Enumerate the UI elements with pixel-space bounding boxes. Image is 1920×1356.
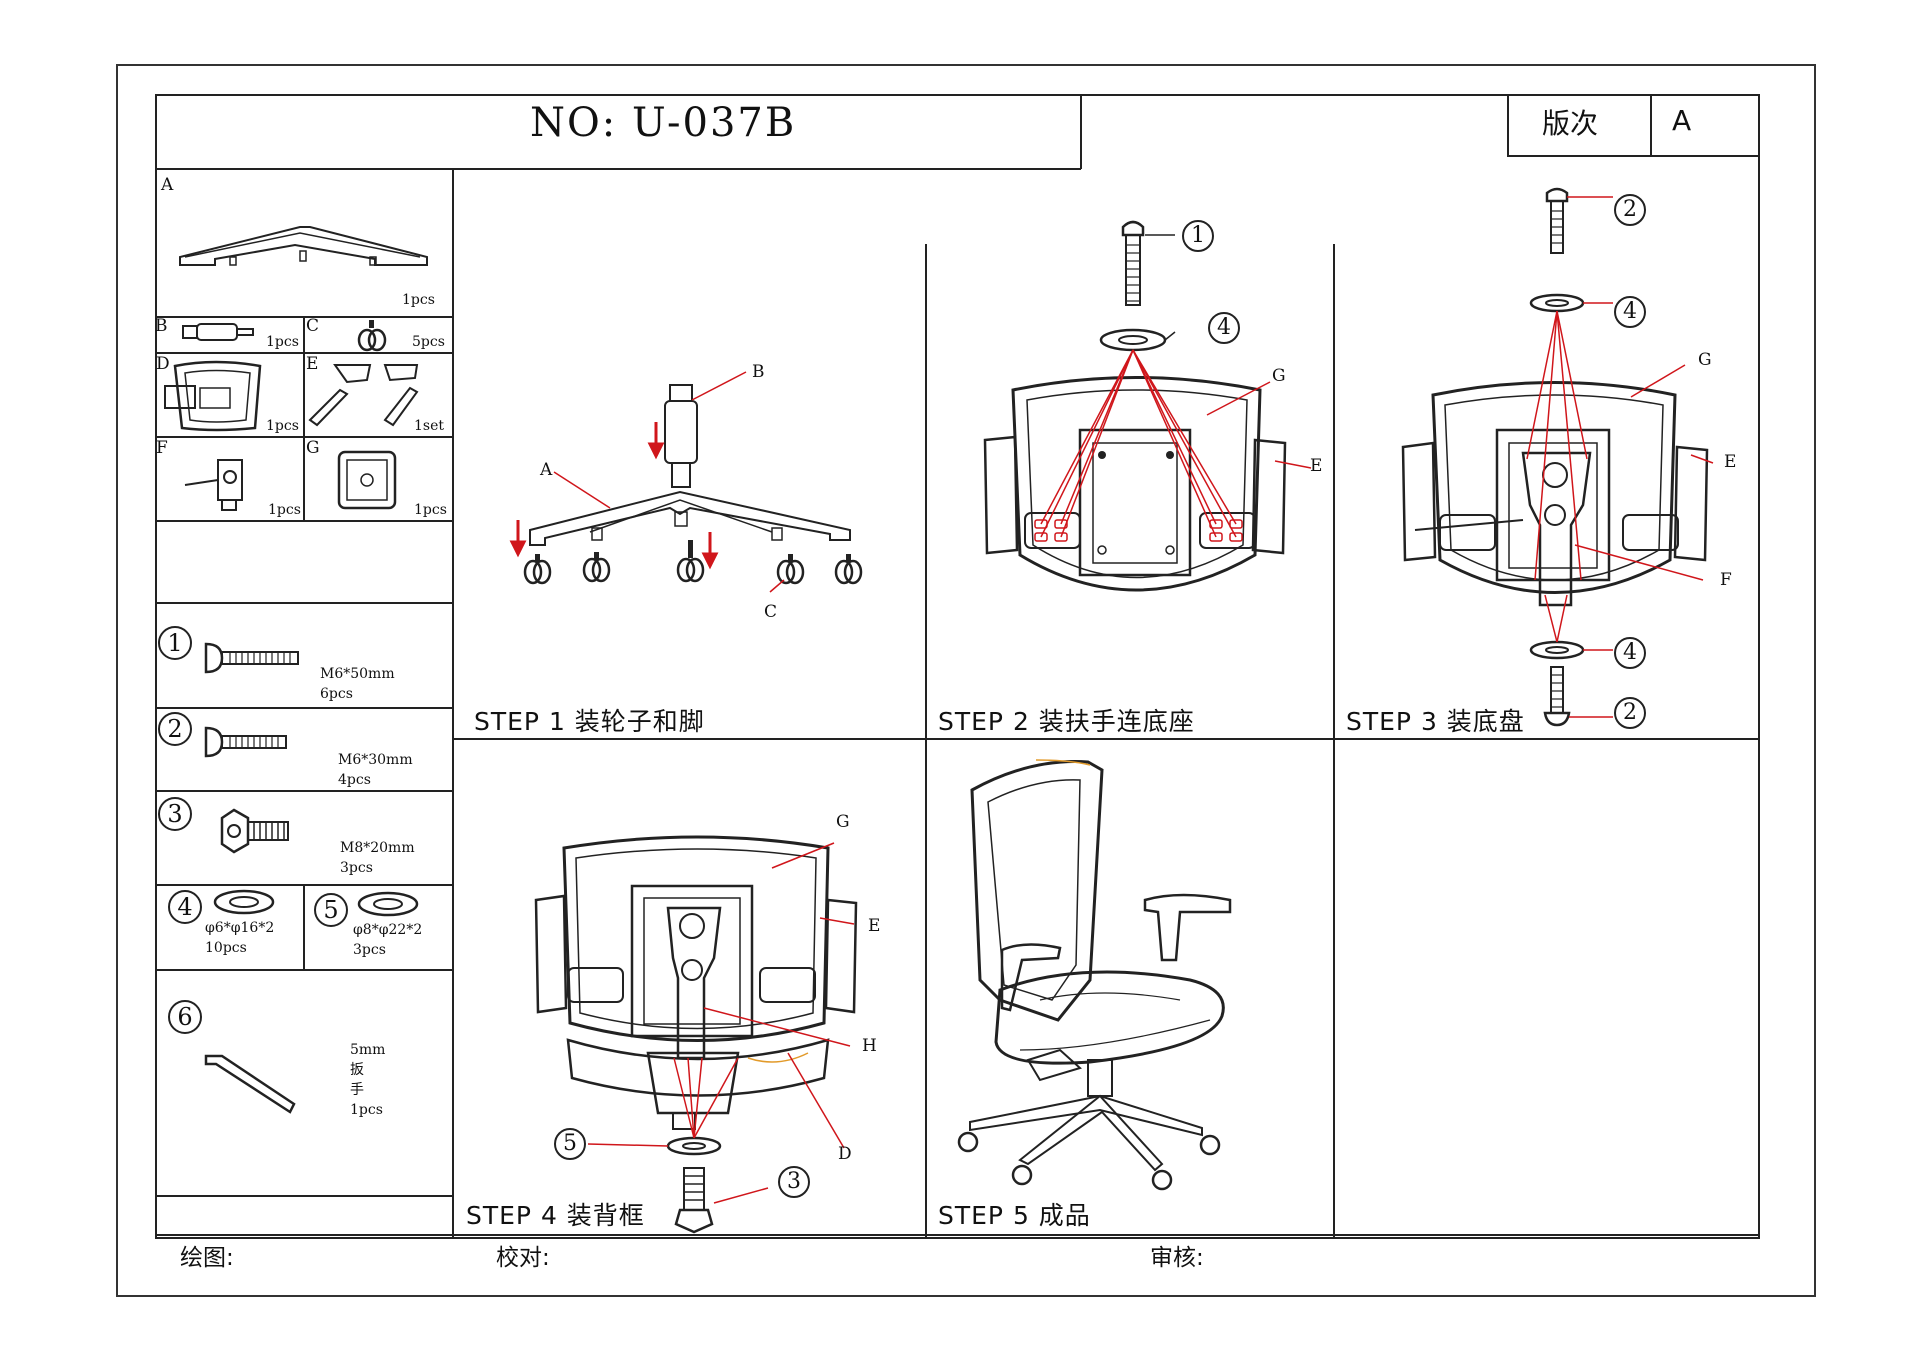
hardware-line-2: [155, 790, 453, 792]
part-letter-f: F: [156, 438, 168, 458]
part-f-mechanism-drawing: [184, 459, 243, 511]
header-divider: [1080, 94, 1082, 169]
step4-callout-g: G: [836, 812, 850, 832]
step1-callout-a: A: [540, 460, 553, 480]
washer-large-icon: [357, 891, 419, 917]
step-4-label: STEP 4 装背框: [466, 1201, 645, 1230]
step3-callout-4-top: 4: [1614, 296, 1646, 328]
part-qty-f: 1pcs: [268, 502, 301, 518]
step4-callout-h: H: [862, 1036, 877, 1056]
hardware-line-1: [155, 707, 453, 709]
step2-armrest-seat-drawing: [983, 220, 1312, 592]
part-c-caster-drawing: [357, 320, 387, 352]
step1-base-wheels-drawing: [509, 371, 863, 593]
hardware-num-2: 2: [158, 712, 192, 746]
step4-back-frame-drawing: [534, 835, 858, 1234]
part-letter-e: E: [306, 354, 319, 374]
step-divider-2: [1333, 244, 1335, 1239]
part-letter-g: G: [306, 438, 320, 458]
step3-callout-2-bottom: 2: [1614, 697, 1646, 729]
hardware-num-4: 4: [168, 890, 202, 924]
step1-callout-b: B: [752, 362, 765, 382]
header-bottom-line: [155, 168, 1081, 170]
step-5-label: STEP 5 成品: [938, 1201, 1091, 1230]
step4-callout-d: D: [838, 1144, 852, 1164]
hardware-spec-1: M6*50mm 6pcs: [320, 666, 395, 702]
hardware-washer-divider: [303, 884, 305, 970]
step3-callout-f: F: [1720, 570, 1732, 590]
part-g-seat-base-drawing: [337, 450, 397, 510]
step4-callout-3: 3: [778, 1166, 810, 1198]
step5-finished-chair-drawing: [957, 759, 1232, 1191]
bolt-m6x30-icon: [204, 726, 287, 758]
footer-approved-by: 审核:: [1150, 1245, 1204, 1271]
sheet-border: [116, 64, 1816, 1297]
hardware-line-4: [155, 969, 453, 971]
part-e-armrest-drawing: [308, 364, 419, 427]
step2-callout-4: 4: [1208, 312, 1240, 344]
step3-callout-2-top: 2: [1614, 194, 1646, 226]
step-divider-1: [925, 244, 927, 1239]
part-a-base-drawing: [179, 226, 428, 266]
part-letter-c: C: [306, 316, 320, 336]
revision-box-left: [1507, 94, 1509, 156]
hardware-spec-4: φ6*φ16*2 10pcs: [205, 920, 275, 956]
bolt-m6x50-icon: [204, 642, 299, 674]
hex-key-icon: [204, 1054, 296, 1114]
step2-callout-e: E: [1310, 456, 1323, 476]
step3-mechanism-drawing: [1401, 187, 1714, 727]
hardware-num-5: 5: [314, 893, 348, 927]
footer-checked-by: 校对:: [496, 1245, 550, 1271]
hardware-spec-2: M6*30mm 4pcs: [338, 752, 413, 788]
part-qty-g: 1pcs: [414, 502, 447, 518]
document-number: NO: U-037B: [530, 100, 797, 146]
hardware-num-6: 6: [168, 1000, 202, 1034]
hardware-num-3: 3: [158, 797, 192, 831]
step2-callout-g: G: [1272, 366, 1286, 386]
part-qty-d: 1pcs: [266, 418, 299, 434]
revision-box-bottom: [1507, 155, 1760, 157]
part-b-gas-lift-drawing: [182, 323, 254, 341]
part-qty-e: 1set: [414, 418, 445, 434]
hardware-spec-3: M8*20mm 3pcs: [340, 840, 415, 876]
step-3-label: STEP 3 装底盘: [1346, 707, 1525, 736]
step2-callout-1: 1: [1182, 220, 1214, 252]
part-letter-a: A: [161, 175, 174, 195]
hardware-top-line: [155, 602, 453, 604]
part-qty-c: 5pcs: [412, 334, 445, 350]
step4-callout-e: E: [868, 916, 881, 936]
footer-drawn-by: 绘图:: [180, 1245, 234, 1271]
parts-row-line-4: [155, 520, 453, 522]
step3-callout-g: G: [1698, 350, 1712, 370]
hex-bolt-m8x20-icon: [220, 808, 289, 854]
revision-box-divider: [1650, 94, 1652, 156]
part-qty-b: 1pcs: [266, 334, 299, 350]
revision-value: A: [1672, 104, 1692, 137]
step-2-label: STEP 2 装扶手连底座: [938, 707, 1195, 736]
part-qty-a: 1pcs: [402, 292, 435, 308]
step3-callout-4-bottom: 4: [1614, 637, 1646, 669]
step4-callout-5: 5: [554, 1128, 586, 1160]
step-row-divider: [452, 738, 1760, 740]
part-letter-d: D: [156, 354, 170, 374]
washer-small-icon: [213, 889, 275, 915]
parts-mid-divider: [303, 316, 305, 521]
step-1-label: STEP 1 装轮子和脚: [474, 707, 705, 736]
step3-callout-e: E: [1724, 452, 1737, 472]
part-d-seat-drawing: [164, 360, 262, 432]
hardware-line-5: [155, 1195, 453, 1197]
footer-top-line: [155, 1234, 1760, 1236]
hardware-num-1: 1: [158, 626, 192, 660]
drawing-frame: [155, 94, 1760, 1239]
step1-callout-c: C: [764, 602, 778, 622]
left-column-divider: [452, 168, 454, 1239]
part-letter-b: B: [155, 316, 168, 336]
hardware-spec-5: φ8*φ22*2 3pcs: [353, 922, 423, 958]
revision-label: 版次: [1542, 107, 1599, 140]
hardware-spec-6: 5mm 扳 手 1pcs: [350, 1042, 386, 1118]
